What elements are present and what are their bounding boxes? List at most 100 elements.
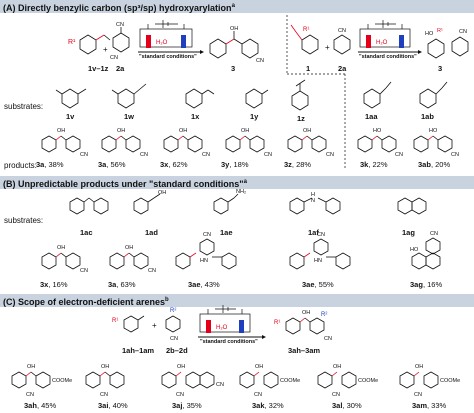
substrate-1w: 1w [124, 112, 135, 121]
svg-text:HO: HO [373, 128, 382, 134]
svg-text:OH: OH [241, 128, 249, 134]
svg-text:R¹: R¹ [274, 320, 280, 326]
svg-text:OH: OH [333, 364, 341, 370]
scheme-c-reactant-label: 1ah–1am [122, 346, 155, 355]
svg-text:N: N [318, 258, 322, 264]
section-a-banner: (A) Directly benzylic carbon (sp³/sp) hy… [0, 0, 474, 13]
svg-text:CN: CN [326, 152, 334, 158]
svg-text:CN: CN [317, 232, 325, 238]
svg-text:+: + [325, 43, 330, 52]
svg-text:CN: CN [170, 336, 178, 342]
svg-text:CN: CN [430, 231, 438, 237]
svg-text:OH: OH [179, 128, 187, 134]
product-c-5: 3al, 30% [332, 401, 362, 410]
svg-text:HO: HO [425, 31, 434, 37]
svg-text:CN: CN [116, 22, 124, 28]
scheme-a-left: R¹ + CN CN OH CN [68, 20, 264, 64]
svg-text:OH: OH [177, 364, 185, 370]
svg-text:OH: OH [57, 245, 65, 251]
substrate-1ac: 1ac [80, 228, 93, 237]
svg-text:CN: CN [26, 392, 34, 398]
product-c-4: 3ak, 32% [252, 401, 284, 410]
product-b-2: 3a, 63% [108, 280, 136, 289]
svg-text:CN: CN [395, 152, 403, 158]
svg-text:OH: OH [302, 310, 310, 316]
svg-text:COOMe: COOMe [52, 378, 72, 384]
scheme-c-reagent-label: 2b–2d [166, 346, 188, 355]
scheme-a-right-h2o: H₂O [376, 40, 388, 46]
svg-text:R¹: R¹ [68, 39, 76, 46]
product-a-4: 3y, 18% [221, 160, 249, 169]
section-b-banner: (B) Unpredictable products under "standa… [0, 176, 474, 189]
product-c-6: 3am, 33% [412, 401, 447, 410]
svg-text:N: N [311, 198, 315, 204]
scheme-a-left-h2o: H₂O [156, 40, 168, 46]
scheme-a-left-conditions: "standard conditions" [139, 54, 197, 60]
svg-text:COOMe: COOMe [280, 378, 300, 384]
svg-text:NH₂: NH₂ [236, 189, 246, 195]
svg-text:CN: CN [80, 152, 88, 158]
scheme-a-left-reagent-label: 2a [116, 64, 125, 73]
product-a-6: 3k, 22% [360, 160, 388, 169]
svg-text:CN: CN [338, 28, 346, 34]
substrate-1v: 1v [66, 112, 75, 121]
svg-text:HO: HO [410, 247, 419, 253]
product-a-7: 3ab, 20% [418, 160, 451, 169]
svg-text:CN: CN [459, 29, 467, 35]
svg-text:CN: CN [110, 55, 118, 61]
svg-text:CN: CN [324, 336, 332, 342]
product-b-4: 3ae, 55% [302, 280, 334, 289]
product-a-5: 3z, 28% [284, 160, 312, 169]
svg-text:CN: CN [332, 392, 340, 398]
svg-text:OH: OH [255, 364, 263, 370]
scheme-a-right-product-label: 3 [438, 64, 443, 73]
svg-text:OH: OH [303, 128, 311, 134]
svg-text:N: N [204, 258, 208, 264]
svg-text:+: + [103, 45, 108, 54]
svg-text:CN: CN [202, 152, 210, 158]
substrate-1af: 1af [308, 228, 319, 237]
svg-text:R¹: R¹ [437, 28, 443, 34]
svg-text:OH: OH [230, 26, 238, 32]
svg-text:CN: CN [414, 392, 422, 398]
scheme-c-product-label: 3ah–3am [288, 346, 321, 355]
svg-text:H: H [200, 258, 204, 264]
substrates-label-a: substrates: [4, 102, 44, 111]
svg-text:H: H [314, 258, 318, 264]
product-a-2: 3a, 56% [98, 160, 126, 169]
svg-text:CN: CN [80, 268, 88, 274]
svg-text:OH: OH [125, 245, 133, 251]
svg-text:CN: CN [264, 152, 272, 158]
substrate-1x: 1x [191, 112, 200, 121]
product-b-3: 3ae, 43% [188, 280, 220, 289]
svg-text:COOMe: COOMe [440, 378, 460, 384]
svg-text:CN: CN [216, 382, 224, 388]
section-c-banner: (C) Scope of electron-deficient arenesb [0, 294, 474, 307]
scheme-a-left-product-label: 3 [231, 64, 236, 73]
substrate-1ab: 1ab [421, 112, 434, 121]
scheme-a-right: R¹ + CN HO R¹ CN [290, 20, 469, 59]
svg-text:H: H [311, 192, 315, 198]
svg-text:OH: OH [27, 364, 35, 370]
substrate-1y: 1y [250, 112, 259, 121]
products-label-a: products: [4, 161, 37, 170]
substrate-1ae: 1ae [220, 228, 233, 237]
substrate-1aa: 1aa [365, 112, 378, 121]
substrates-label-b: substrates: [4, 216, 44, 225]
svg-text:R¹: R¹ [112, 318, 118, 324]
product-a-3: 3x, 62% [160, 160, 188, 169]
substrate-1ag: 1ag [402, 228, 415, 237]
svg-text:OH: OH [415, 364, 423, 370]
svg-text:HO: HO [429, 128, 438, 134]
svg-text:OH: OH [101, 364, 109, 370]
scheme-a-right-reactant-label: 1 [306, 64, 311, 73]
product-c-3: 3aj, 35% [172, 401, 202, 410]
svg-text:CN: CN [256, 58, 264, 64]
